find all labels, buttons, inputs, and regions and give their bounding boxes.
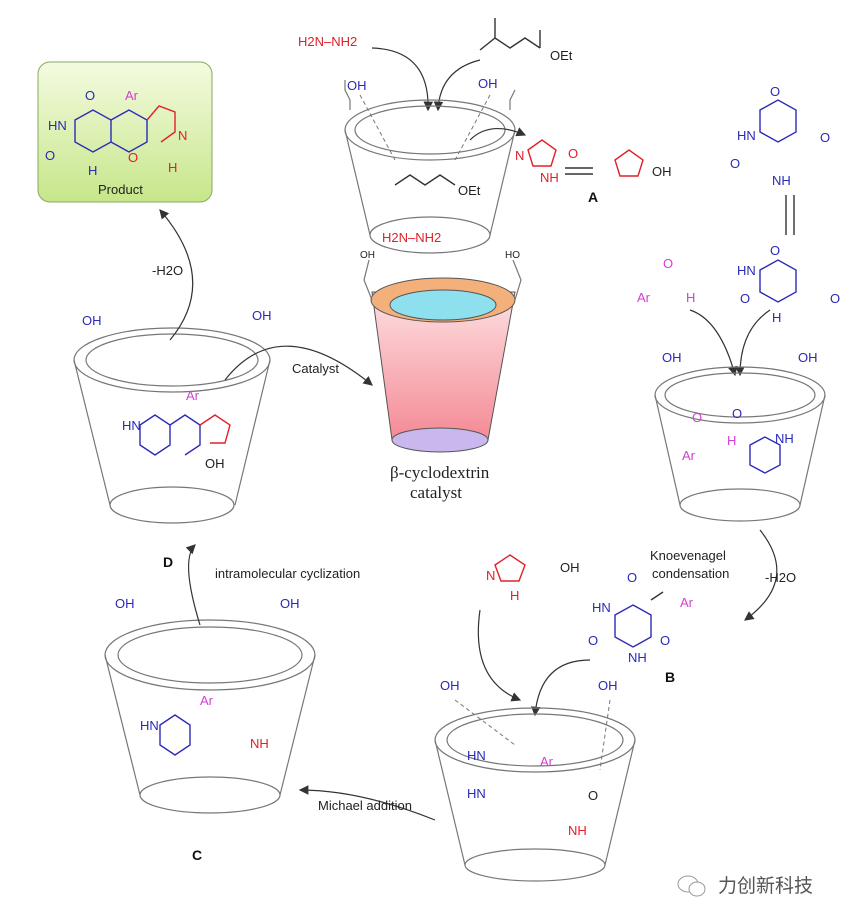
hydrazine-in-cup: H2N–NH2: [382, 230, 441, 245]
pyrazolone-o: O: [568, 146, 578, 161]
c-nh: NH: [250, 736, 269, 751]
product-n: N: [178, 128, 187, 143]
b-o-top: O: [627, 570, 637, 585]
cyclodextrin-cup-top: OH OH OEt H2N–NH2: [344, 76, 516, 254]
ester-group: OEt: [550, 48, 573, 63]
c-hn: HN: [140, 718, 159, 733]
oh-c-left: OH: [115, 596, 135, 611]
pyrazole2-oh: OH: [560, 560, 580, 575]
oh-right-left: OH: [662, 350, 682, 365]
beta-cyclodextrin-catalyst: OH HO β-cyclodextrin catalyst: [360, 250, 522, 502]
product-hn: HN: [48, 118, 67, 133]
barbituric-acid: O HN O O NH O HN O O H: [730, 84, 840, 325]
hydrazine-reagent: H2N–NH2: [298, 34, 357, 49]
oh-c-right: OH: [280, 596, 300, 611]
product-o-top: O: [85, 88, 95, 103]
catalyst-oh: OH: [360, 250, 375, 261]
oh-d-right: OH: [252, 308, 272, 323]
label-b: B: [665, 669, 675, 685]
watermark: 力创新科技: [677, 875, 813, 897]
br-aryl: Ar: [540, 754, 554, 769]
oh-right-right: OH: [798, 350, 818, 365]
condensation-label: condensation: [652, 566, 729, 581]
aldehyde-o: O: [663, 256, 673, 271]
pyrazolone-a: N NH O OH A: [515, 139, 672, 205]
pyrazolone-n: N: [515, 148, 524, 163]
knoevenagel-adduct-b: O HN O NH O Ar B: [588, 570, 694, 685]
cup-nh: NH: [775, 431, 794, 446]
cup-enol-o: O: [732, 406, 742, 421]
pyrazole2-n: N: [486, 568, 495, 583]
oh-top-right: OH: [478, 76, 498, 91]
aldehyde-h: H: [686, 290, 695, 305]
wechat-icon: [677, 875, 706, 897]
enol-h: H: [772, 310, 781, 325]
barb-hn: HN: [737, 128, 756, 143]
product-aryl: Ar: [125, 88, 139, 103]
d-aryl: Ar: [186, 388, 200, 403]
br-o: O: [588, 788, 598, 803]
enol-o-left: O: [740, 291, 750, 306]
cyclodextrin-cup-d: OH OH Ar HN OH: [73, 308, 272, 524]
b-hn: HN: [592, 600, 611, 615]
product-o-left: O: [45, 148, 55, 163]
b-nh: NH: [628, 650, 647, 665]
enol-hn: HN: [737, 263, 756, 278]
oh-br-right: OH: [598, 678, 618, 693]
oh-top-left: OH: [347, 78, 367, 93]
product-box: O HN O H Ar O N H Product: [37, 61, 213, 203]
oh-d-left: OH: [82, 313, 102, 328]
aldehyde-aryl: Ar: [637, 290, 651, 305]
label-c: C: [192, 847, 202, 863]
product-o-ring: O: [128, 150, 138, 165]
barb-nh: NH: [772, 173, 791, 188]
barb-o-top: O: [770, 84, 780, 99]
barb-o-left: O: [730, 156, 740, 171]
catalyst-ho: HO: [505, 250, 520, 261]
enol-o-right: O: [830, 291, 840, 306]
cyclodextrin-cup-bottom-right: OH OH HN HN Ar O NH: [434, 678, 636, 882]
watermark-text: 力创新科技: [718, 875, 813, 897]
d-hn: HN: [122, 418, 141, 433]
dehydration-b: -H2O: [765, 570, 796, 585]
product-h: H: [88, 163, 97, 178]
br-hn: HN: [467, 748, 486, 763]
label-d: D: [163, 554, 173, 570]
ester-in-cup: OEt: [458, 183, 481, 198]
cup-aldehyde-o: O: [692, 410, 702, 425]
b-o-right: O: [660, 633, 670, 648]
product-nh: H: [168, 160, 177, 175]
b-o-left: O: [588, 633, 598, 648]
dehydration-top: -H2O: [152, 263, 183, 278]
pyrazolone-nh: NH: [540, 170, 559, 185]
cup-aryl: Ar: [682, 448, 696, 463]
catalyst-caption: catalyst: [410, 483, 462, 502]
barb-o-right: O: [820, 130, 830, 145]
pyrazole2-h: H: [510, 588, 519, 603]
intramolecular-cyclization-label: intramolecular cyclization: [215, 566, 360, 581]
d-oh: OH: [205, 456, 225, 471]
catalyst-name: β-cyclodextrin: [390, 463, 490, 482]
knoevenagel-label: Knoevenagel: [650, 548, 726, 563]
product-label: Product: [98, 182, 143, 197]
br-nh: NH: [568, 823, 587, 838]
br-hn2: HN: [467, 786, 486, 801]
cyclodextrin-cup-c: OH OH Ar HN NH: [104, 596, 316, 814]
catalyst-step-label: Catalyst: [292, 361, 339, 376]
pyrazole-oh: OH: [652, 164, 672, 179]
b-aryl: Ar: [680, 595, 694, 610]
c-aryl: Ar: [200, 693, 214, 708]
cyclodextrin-cup-right: OH OH O Ar H O NH: [654, 350, 826, 522]
enol-o-top: O: [770, 243, 780, 258]
cup-h: H: [727, 433, 736, 448]
michael-addition-label: Michael addition: [318, 798, 412, 813]
oh-br-left: OH: [440, 678, 460, 693]
label-a: A: [588, 189, 598, 205]
